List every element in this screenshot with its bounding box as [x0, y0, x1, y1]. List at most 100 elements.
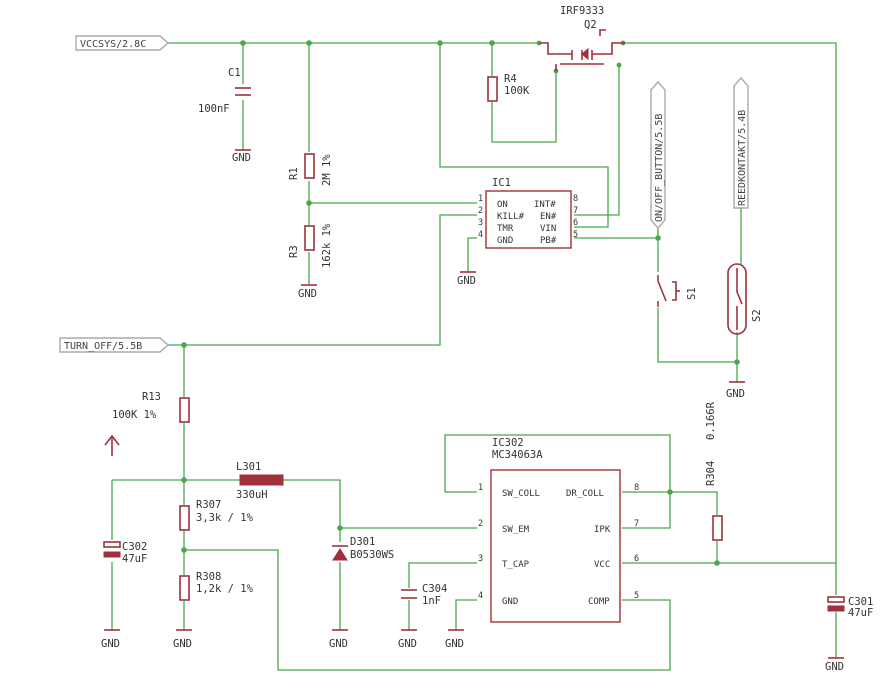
svg-text:3: 3 [478, 218, 483, 228]
svg-text:KILL#: KILL# [497, 212, 525, 222]
svg-text:SW_COLL: SW_COLL [502, 489, 540, 499]
svg-text:EN#: EN# [540, 212, 557, 222]
svg-text:COMP: COMP [588, 597, 610, 607]
svg-text:PB#: PB# [540, 236, 557, 246]
resistor-r1: R1 2M 1% [288, 153, 333, 186]
mosfet-q2: IRF9333 Q2 [540, 5, 625, 71]
supply-arrow-icon [104, 434, 120, 456]
net-label-onoff-button: ON/OFF_BUTTON/5.5B [650, 80, 666, 230]
svg-text:GND: GND [445, 638, 464, 650]
svg-text:GND: GND [298, 288, 317, 300]
svg-text:GND: GND [101, 638, 120, 650]
svg-text:VCCSYS/2.8C: VCCSYS/2.8C [80, 39, 146, 50]
capacitor-c302: C302 47uF [103, 541, 147, 565]
svg-text:4: 4 [478, 230, 483, 240]
svg-text:4: 4 [478, 591, 483, 601]
svg-text:162k 1%: 162k 1% [321, 223, 333, 268]
svg-text:1nF: 1nF [422, 595, 441, 607]
svg-text:7: 7 [634, 519, 639, 529]
svg-text:8: 8 [573, 194, 578, 204]
switch-s1: S1 [657, 275, 698, 307]
svg-text:REEDKONTAKT/5.4B: REEDKONTAKT/5.4B [737, 110, 748, 206]
gnd-icon: GND [101, 629, 120, 650]
net-label-turn-off: TURN_OFF/5.5B [59, 337, 170, 353]
svg-text:8: 8 [634, 483, 639, 493]
svg-text:INT#: INT# [534, 200, 556, 210]
svg-text:MC34063A: MC34063A [492, 449, 543, 461]
svg-text:VCC: VCC [594, 560, 610, 570]
svg-text:7: 7 [573, 206, 578, 216]
svg-text:5: 5 [634, 591, 639, 601]
svg-text:5: 5 [573, 230, 578, 240]
svg-text:C304: C304 [422, 583, 447, 595]
ic-ic1: IC1 ON KILL# TMR GND INT# EN# VIN PB# 1 … [478, 177, 578, 249]
capacitor-c301: C301 47uF [827, 596, 873, 619]
svg-text:330uH: 330uH [236, 489, 268, 501]
svg-text:S1: S1 [686, 287, 698, 300]
inductor-l301: L301 330uH [236, 461, 284, 501]
svg-text:1,2k / 1%: 1,2k / 1% [196, 583, 254, 595]
svg-text:IRF9333: IRF9333 [560, 5, 604, 17]
svg-text:3: 3 [478, 554, 483, 564]
resistor-r4: R4 100K [487, 73, 530, 102]
svg-text:2: 2 [478, 206, 483, 216]
svg-text:47uF: 47uF [122, 553, 147, 565]
svg-text:6: 6 [573, 218, 578, 228]
wires [111, 42, 837, 671]
svg-text:IC1: IC1 [492, 177, 511, 189]
svg-text:100K 1%: 100K 1% [112, 409, 157, 421]
net-label-vccsys: VCCSYS/2.8C [75, 35, 170, 51]
gnd-icon: GND [398, 629, 417, 650]
svg-text:GND: GND [502, 597, 518, 607]
gnd-icon: GND [298, 284, 317, 300]
svg-text:L301: L301 [236, 461, 261, 473]
resistor-r304: R304 0.166R [705, 401, 723, 541]
svg-text:47uF: 47uF [848, 607, 873, 619]
svg-text:R4: R4 [504, 73, 517, 85]
gnd-icon: GND [329, 629, 348, 650]
resistor-r13: R13 100K 1% [112, 391, 190, 423]
svg-text:R13: R13 [142, 391, 161, 403]
svg-text:100K: 100K [504, 85, 530, 97]
svg-text:SW_EM: SW_EM [502, 525, 530, 535]
svg-text:GND: GND [173, 638, 192, 650]
svg-text:B0530WS: B0530WS [350, 549, 394, 561]
ic-ic302: IC302 MC34063A SW_COLL SW_EM T_CAP GND D… [478, 437, 639, 623]
svg-text:2M 1%: 2M 1% [321, 154, 333, 186]
svg-text:GND: GND [825, 661, 844, 673]
svg-text:GND: GND [497, 236, 513, 246]
gnd-icon: GND [173, 629, 192, 650]
svg-text:6: 6 [634, 554, 639, 564]
svg-text:100nF: 100nF [198, 103, 230, 115]
diode-d301: D301 B0530WS [332, 536, 394, 561]
capacitor-c1: C1 100nF [198, 67, 251, 115]
resistor-r3: R3 162k 1% [288, 223, 333, 268]
svg-text:R3: R3 [288, 245, 300, 258]
junctions [181, 40, 740, 566]
svg-text:1: 1 [478, 194, 483, 204]
svg-text:S2: S2 [751, 309, 763, 322]
svg-text:GND: GND [398, 638, 417, 650]
svg-text:C302: C302 [122, 541, 147, 553]
gnd-icon: GND [232, 149, 251, 164]
svg-text:TURN_OFF/5.5B: TURN_OFF/5.5B [64, 341, 142, 352]
svg-text:C1: C1 [228, 67, 241, 79]
svg-text:ON/OFF_BUTTON/5.5B: ON/OFF_BUTTON/5.5B [654, 114, 665, 222]
svg-text:TMR: TMR [497, 224, 514, 234]
svg-text:T_CAP: T_CAP [502, 560, 530, 570]
gnd-icon: GND [445, 629, 464, 650]
gnd-icon: GND [457, 271, 476, 287]
svg-text:R307: R307 [196, 499, 221, 511]
svg-text:2: 2 [478, 519, 483, 529]
svg-text:R304: R304 [705, 461, 717, 486]
svg-text:DR_COLL: DR_COLL [566, 489, 604, 499]
resistor-r307: R307 3,3k / 1% [179, 499, 254, 531]
svg-text:D301: D301 [350, 536, 375, 548]
svg-text:R1: R1 [288, 167, 300, 180]
gnd-icon: GND [726, 381, 745, 400]
svg-text:1: 1 [478, 483, 483, 493]
svg-text:Q2: Q2 [584, 19, 597, 31]
svg-text:IC302: IC302 [492, 437, 524, 449]
